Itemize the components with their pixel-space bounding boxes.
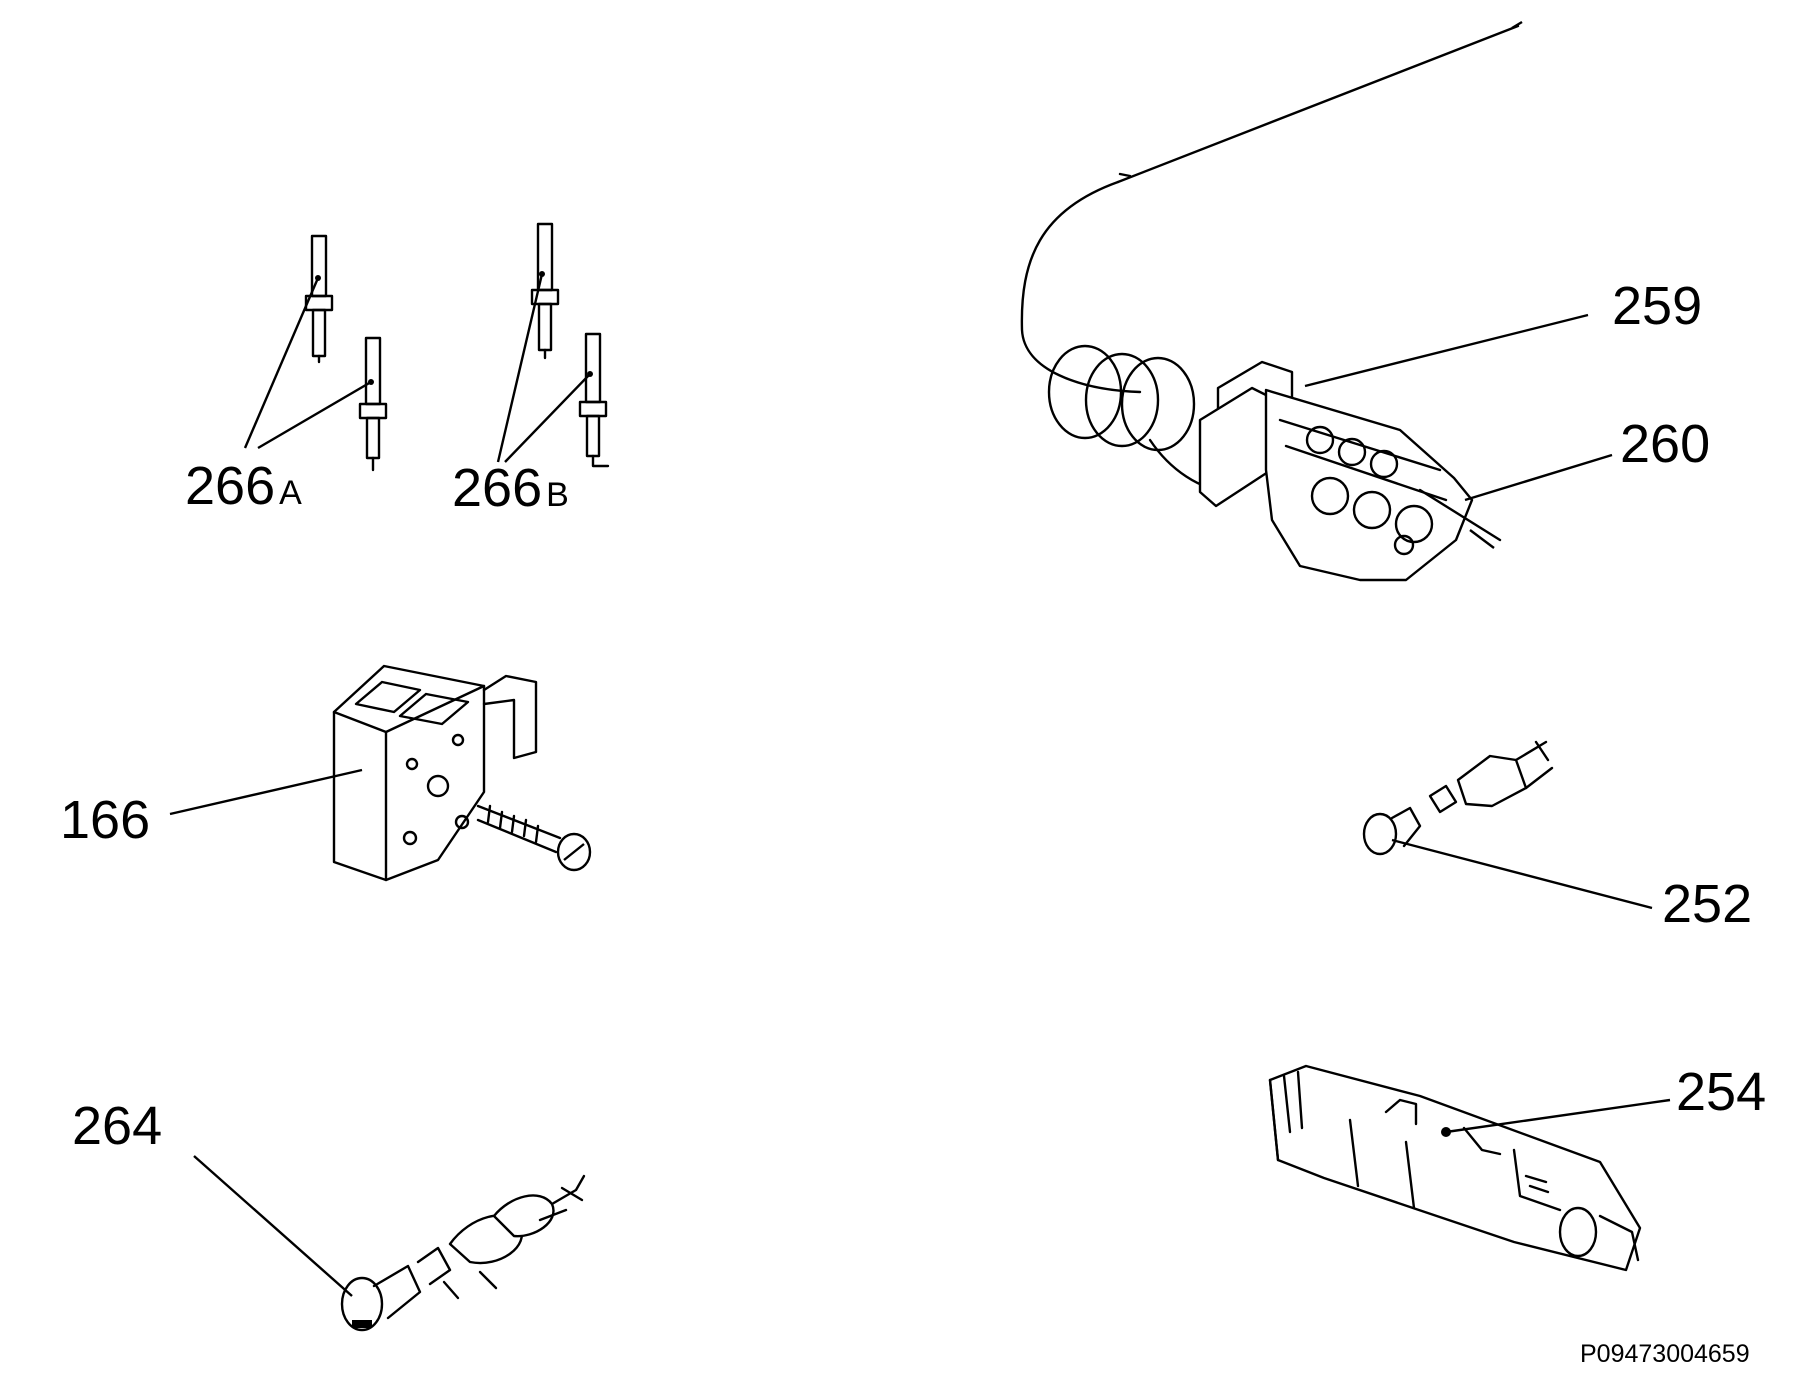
leader-252 <box>1391 838 1653 910</box>
leaders-266b <box>496 273 591 463</box>
part-266a-electrodes <box>304 234 388 472</box>
reference-code: P09473004659 <box>1580 1340 1750 1368</box>
label-264: 264 <box>72 1096 162 1156</box>
part-264-valve <box>340 1174 586 1332</box>
leader-264 <box>193 1155 353 1297</box>
leader-254 <box>1445 1098 1671 1134</box>
leader-259 <box>1304 313 1589 388</box>
label-259: 259 <box>1612 276 1702 336</box>
label-260: 260 <box>1620 414 1710 474</box>
leader-260 <box>1464 453 1613 502</box>
leaders-266a <box>243 277 372 450</box>
label-252: 252 <box>1662 874 1752 934</box>
part-252-knob <box>1362 740 1554 856</box>
part-266b-electrodes <box>530 222 610 468</box>
label-166: 166 <box>60 790 150 850</box>
leader-166 <box>169 768 363 816</box>
label-254: 254 <box>1676 1062 1766 1122</box>
part-259-thermostat <box>1020 20 1523 582</box>
part-166-block <box>332 664 592 882</box>
part-254-rail <box>1268 1064 1642 1272</box>
